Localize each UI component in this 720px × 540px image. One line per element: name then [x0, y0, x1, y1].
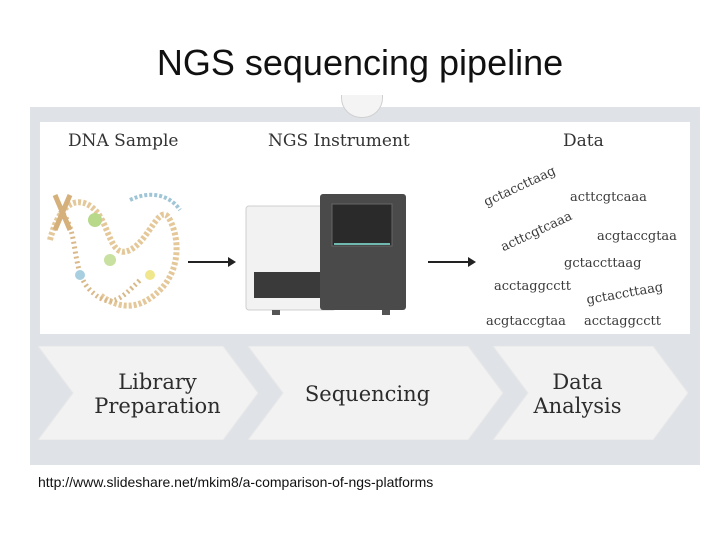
- step-library-preparation: Library Preparation: [70, 370, 245, 418]
- arrow-to-instrument: [188, 257, 236, 267]
- step-data-analysis: Data Analysis: [515, 370, 640, 418]
- arrow-to-data: [428, 257, 476, 267]
- dna-strand-illustration: [47, 192, 182, 309]
- ngs-instrument-illustration: [245, 194, 406, 315]
- step-label-line: Preparation: [94, 394, 221, 418]
- sequence-read: acctaggcctt: [584, 314, 661, 329]
- header-data: Data: [563, 131, 604, 151]
- step-sequencing: Sequencing: [304, 382, 431, 406]
- slide-title: NGS sequencing pipeline: [156, 42, 564, 83]
- pipeline-steps: [38, 346, 689, 440]
- sequence-read: acgtaccgtaa: [486, 314, 566, 329]
- sequence-read: acgtaccgtaa: [597, 229, 677, 244]
- step-label-line: Analysis: [533, 394, 622, 418]
- step-label-line: Library: [118, 370, 197, 394]
- sequence-read: gctaccttaag: [564, 256, 642, 271]
- header-ngs-instrument: NGS Instrument: [268, 131, 410, 151]
- step-label-line: Data: [552, 370, 603, 394]
- sequence-read: acctaggcctt: [494, 279, 571, 294]
- source-url: http://www.slideshare.net/mkim8/a-compar…: [38, 474, 434, 490]
- header-dna-sample: DNA Sample: [68, 131, 179, 151]
- sequence-read: acttcgtcaaa: [570, 190, 647, 205]
